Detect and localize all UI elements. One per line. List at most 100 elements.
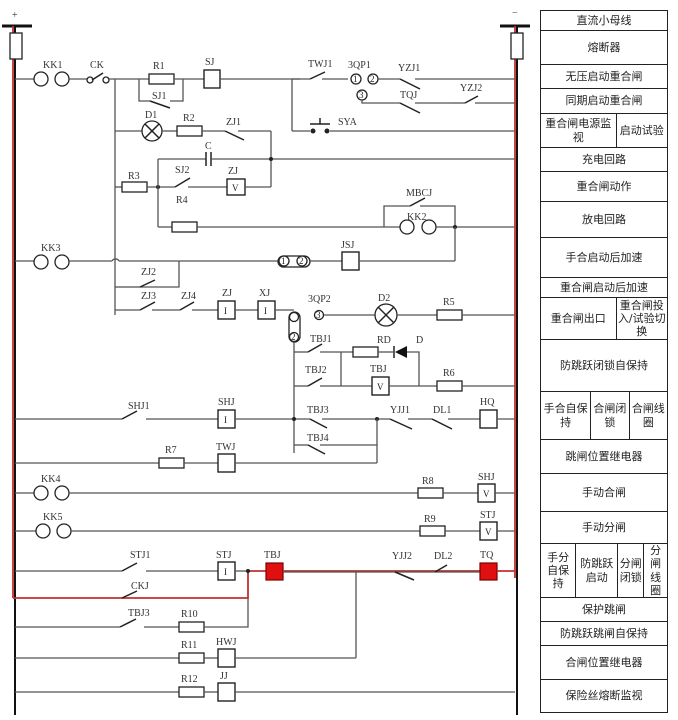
legend-cell: 启动试验 — [619, 123, 664, 137]
tbj2-label: TBJ2 — [305, 365, 327, 376]
legend-cell: 充电回路 — [582, 152, 626, 166]
row-power-monitor: D1 R2 ZJ1 — [115, 110, 272, 187]
r7-resistor — [158, 457, 185, 469]
r1-resistor — [148, 73, 175, 85]
row-manual-accel: KK3 1 2 JSJ — [15, 240, 455, 271]
jsj-label: JSJ — [341, 240, 354, 251]
stj1-label: STJ1 — [130, 550, 151, 561]
d-label: D — [416, 335, 423, 346]
svg-text:1: 1 — [281, 256, 286, 266]
svg-text:V: V — [232, 183, 239, 193]
legend-cell: 防跳跃启动 — [576, 544, 619, 597]
r11-label: R11 — [181, 640, 197, 651]
legend-cell: 保护跳闸 — [582, 602, 626, 616]
svg-text:1: 1 — [353, 74, 358, 84]
r12-label: R12 — [181, 674, 198, 685]
stj-i-label: STJ — [216, 550, 232, 561]
yzj1-label: YZJ1 — [398, 63, 420, 74]
legend-cell: 分闸线圈 — [650, 544, 662, 597]
rd-resistor — [352, 346, 379, 358]
row-close-position: R11 HWJ — [15, 637, 356, 668]
sya-label: SYA — [338, 117, 358, 128]
r3-label: R3 — [128, 171, 140, 182]
jj-label: JJ — [220, 671, 228, 682]
tbj3b-label: TBJ3 — [128, 608, 150, 619]
r4-resistor — [171, 221, 198, 233]
shj-v-label: SHJ — [478, 472, 495, 483]
row-reclose-start: TWJ1 1 2 3 3QP1 YZJ1 TQJ YZJ2 SYA — [291, 59, 515, 134]
svg-text:2: 2 — [370, 74, 375, 84]
legend-row: 保护跳闸 — [541, 598, 667, 622]
yjj1-label: YJJ1 — [390, 405, 410, 416]
row-charging: C R3 SJ2 V ZJ R4 — [115, 141, 515, 233]
legend-cell: 重合闸投入/试验切换 — [617, 298, 666, 339]
zj-v-label: ZJ — [228, 166, 238, 177]
r12-resistor — [178, 686, 205, 698]
zj3-label: ZJ3 — [141, 291, 156, 302]
xj-label: XJ — [259, 288, 270, 299]
sj2-label: SJ2 — [175, 165, 189, 176]
jsj-relay — [341, 251, 360, 271]
legend-row: 防跳跃跳闸自保持 — [541, 622, 667, 646]
legend-row: 保险丝熔断监视 — [541, 680, 667, 712]
legend-cell: 合闸闭锁 — [591, 392, 630, 439]
tqj-label: TQJ — [400, 90, 417, 101]
tq-label: TQ — [480, 550, 494, 561]
r5-label: R5 — [443, 297, 455, 308]
hwj-label: HWJ — [216, 637, 237, 648]
legend-row: 熔断器 — [541, 31, 667, 65]
r4-label: R4 — [176, 195, 188, 206]
legend-row: 直流小母线 — [541, 11, 667, 31]
r1-label: R1 — [153, 61, 165, 72]
row-manual-start: KK1 CK R1 SJ SJ1 — [15, 57, 300, 315]
legend-cell: 防跳跃闭锁自保持 — [560, 358, 648, 372]
stj-v-label: STJ — [480, 510, 496, 521]
legend-row: 重合闸电源监视启动试验 — [541, 114, 667, 148]
zj1-label: ZJ1 — [226, 117, 241, 128]
svg-text:V: V — [483, 489, 490, 499]
legend-cell: 合闸位置继电器 — [565, 655, 643, 669]
diode-d — [395, 346, 407, 358]
3qp2-label: 3QP2 — [308, 294, 331, 305]
kk3-label: KK3 — [41, 243, 60, 254]
d1-label: D1 — [145, 110, 157, 121]
legend-row: 充电回路 — [541, 148, 667, 172]
row-manual-close: KK4 R8 V SHJ — [15, 472, 515, 503]
kk2-label: KK2 — [407, 212, 426, 223]
r6-resistor — [436, 380, 463, 392]
r7-label: R7 — [165, 445, 177, 456]
r9-label: R9 — [424, 514, 436, 525]
legend-cell: 重合闸出口 — [541, 298, 617, 339]
kk2-contact — [399, 219, 415, 235]
r5-resistor — [436, 309, 463, 321]
hwj-relay — [217, 648, 236, 668]
legend-row: 手合自保持合闸闭锁合闸线圈 — [541, 392, 667, 440]
legend-row: 手动分闸 — [541, 512, 667, 544]
tbj4-label: TBJ4 — [307, 433, 329, 444]
svg-text:I: I — [224, 567, 227, 577]
ck-label: CK — [90, 60, 105, 71]
row-protection-trip: CKJ — [13, 569, 250, 599]
row-discharge: MBCJ KK2 — [383, 188, 515, 261]
legend-row: 手分自保持防跳跃启动分闸闭锁分闸线圈 — [541, 544, 667, 598]
legend-cell: 保险丝熔断监视 — [565, 689, 643, 703]
c-label: C — [205, 141, 212, 152]
legend-row: 跳闸位置继电器 — [541, 440, 667, 474]
legend-cell: 跳闸位置继电器 — [565, 449, 643, 463]
positive-label: + — [12, 10, 18, 21]
legend-cell: 直流小母线 — [576, 13, 632, 27]
kk4-contact — [33, 485, 49, 501]
shj1-label: SHJ1 — [128, 401, 150, 412]
twj-label: TWJ — [216, 442, 236, 453]
legend-cell: 重合闸电源监视 — [541, 114, 617, 147]
r10-label: R10 — [181, 609, 198, 620]
svg-text:3: 3 — [316, 310, 321, 320]
svg-text:2: 2 — [299, 256, 304, 266]
dl1-label: DL1 — [433, 405, 451, 416]
row-trip-position: R7 TWJ — [15, 442, 377, 473]
legend-cell: 重合闸动作 — [576, 179, 632, 193]
svg-text:I: I — [264, 306, 267, 316]
sj-relay — [203, 69, 221, 89]
tq-trip-coil — [479, 562, 498, 581]
row-anti-pump-hold: TBJ3 R10 — [15, 598, 249, 633]
